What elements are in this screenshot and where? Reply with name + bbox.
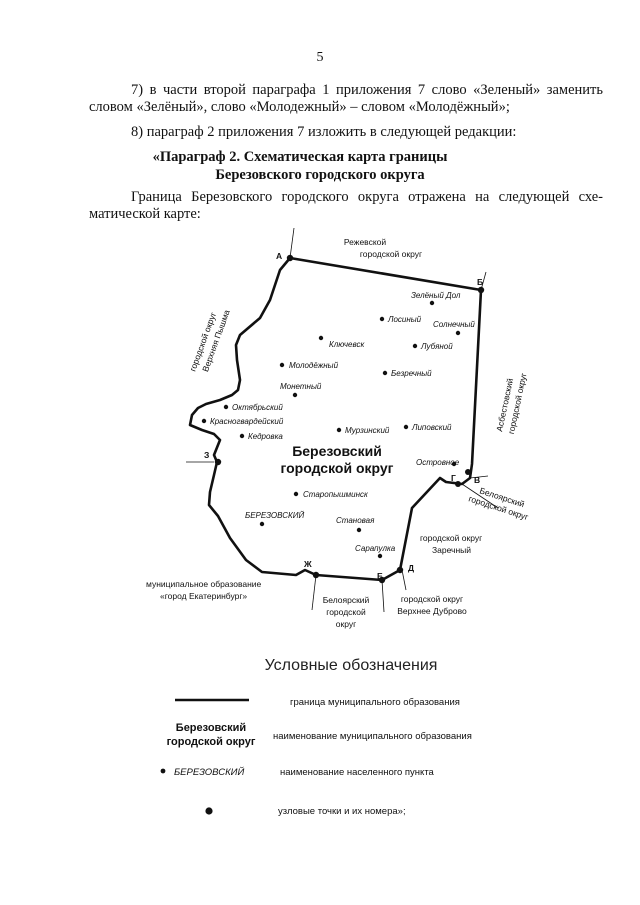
settlement-dots	[201, 300, 461, 559]
settlement-murzinsky: Мурзинский	[345, 426, 390, 435]
node-connector-lines	[186, 227, 499, 613]
legend-settlement-desc: наименование населенного пункта	[280, 767, 435, 778]
settlement-berezovsky: БЕРЕЗОВСКИЙ	[245, 511, 304, 520]
node-point-d	[396, 566, 404, 574]
legend-title: Условные обозначения	[265, 657, 438, 674]
settlement-kedrovka: Кедровка	[248, 432, 283, 441]
node-label-a: А	[276, 251, 282, 261]
neighbor-zarechny-line-2: Заречный	[432, 545, 471, 555]
paragraph-7-line-1: 7) в части второй параграфа 1 приложения…	[131, 82, 603, 98]
legend-node-desc: узловые точки и их номера»;	[278, 806, 406, 817]
settlement-klyuchevsk: Ключевск	[329, 340, 365, 349]
settlement-ostrovnoe: Островное	[416, 458, 460, 467]
settlement-lubyanoy: Лубяной	[420, 342, 453, 351]
legend-node-dot	[205, 807, 213, 815]
neighbor-ekaterinburg-line-2: «город Екатеринбург»	[160, 591, 247, 601]
neighbor-verkhnee-dubrovo-line-2: Верхнее Дуброво	[397, 606, 467, 616]
municipal-boundary-line	[188, 256, 483, 582]
settlement-oktyabrsky: Октябрьский	[232, 403, 283, 412]
neighbor-beloyarsky-bottom-line-1: Белоярский	[323, 595, 370, 605]
paragraph-8: 8) параграф 2 приложения 7 изложить в сл…	[131, 124, 517, 140]
node-label-v: В	[474, 475, 480, 485]
legend-line-desc: граница муниципального образования	[290, 697, 460, 708]
settlement-staropyshminsk: Старопышминск	[303, 490, 369, 499]
node-label-z: З	[204, 450, 209, 460]
intro-line-1: Граница Березовского городского округа о…	[131, 189, 603, 205]
node-point-g	[455, 481, 461, 487]
neighbor-beloyarsky-bottom-line-3: округ	[336, 619, 356, 629]
settlement-molodezhny: Молодёжный	[289, 361, 339, 370]
legend-name-example-line-1: Березовский	[176, 722, 246, 734]
node-point-z	[214, 458, 222, 466]
settlement-stanovaya: Становая	[336, 516, 375, 525]
settlement-krasnogvardeysky: Красногвардейский	[210, 417, 284, 426]
node-point-b	[477, 286, 485, 294]
settlement-sarapulka: Сарапулка	[355, 544, 396, 553]
neighbor-rezh-line-1: Режевской	[344, 237, 387, 247]
neighbor-beloyarsky-bottom-line-2: городской	[326, 607, 366, 617]
node-label-e: Е	[377, 571, 383, 581]
neighbor-ekaterinburg-line-1: муниципальное образование	[146, 579, 262, 589]
section-heading-line-2: Березовского городского округа	[215, 167, 425, 183]
settlement-zeleny-dol: Зелёный Дол	[411, 291, 461, 300]
node-point-a	[286, 254, 294, 262]
neighbor-asbestovsky: Асбестовский городской округ	[494, 372, 528, 435]
node-point-v	[465, 469, 471, 475]
neighbor-beloyarsky-right: Белоярский городской округ	[467, 485, 529, 522]
page-number: 5	[316, 50, 324, 65]
legend-name-example-line-2: городской округ	[167, 736, 256, 748]
neighbor-verkhnee-dubrovo-line-1: городской округ	[401, 594, 463, 604]
settlement-lipovsky: Липовский	[411, 423, 452, 432]
settlement-losiny: Лосиный	[387, 315, 422, 324]
node-point-e	[378, 576, 386, 584]
municipality-name-line-1: Березовский	[292, 443, 382, 459]
settlement-monetny: Монетный	[280, 382, 322, 391]
neighbor-verkhnyaya-pyshma: городской округ Верхняя Пышма	[187, 308, 231, 373]
settlement-bezrechny: Безречный	[391, 369, 432, 378]
intro-line-2: матической карте:	[89, 206, 201, 222]
neighbor-zarechny-line-1: городской округ	[420, 533, 482, 543]
legend-settlement-example: БЕРЕЗОВСКИЙ	[174, 766, 244, 778]
legend-settlement-dot	[160, 768, 166, 774]
municipality-name-line-2: городской округ	[280, 460, 393, 476]
node-points	[214, 254, 485, 584]
node-label-b: Б	[477, 277, 483, 287]
section-heading-line-1: «Параграф 2. Схематическая карта границы	[152, 149, 448, 165]
node-point-zh	[312, 571, 320, 579]
paragraph-7-line-2: словом «Зелёный», слово «Молодежный» – с…	[89, 99, 510, 115]
settlement-solnechny: Солнечный	[433, 320, 475, 329]
node-label-d: Д	[408, 563, 414, 573]
neighbor-rezh-line-2: городской округ	[360, 249, 422, 259]
node-label-g: Г	[451, 473, 456, 483]
legend-name-desc: наименование муниципального образования	[273, 731, 472, 742]
node-label-zh: Ж	[303, 559, 312, 569]
